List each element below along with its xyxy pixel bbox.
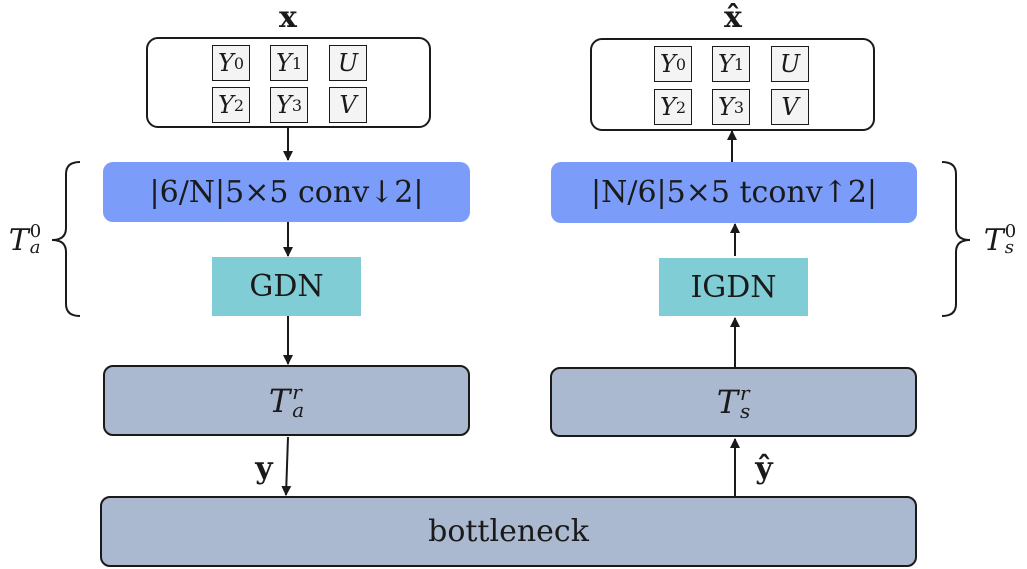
arrow-ta-to-bottleneck — [281, 436, 292, 496]
output-cell-v: V — [771, 89, 809, 125]
output-label: x̂ — [724, 0, 742, 35]
synthesis-tconv-block: |N/6|5×5 tconv↑2| — [551, 162, 917, 223]
bottleneck-block: bottleneck — [100, 496, 917, 567]
gdn-block: GDN — [212, 257, 361, 316]
output-cell-u: U — [771, 46, 809, 82]
input-cell-v: V — [329, 87, 367, 123]
analysis-bracket-label: T 0 a — [8, 220, 42, 258]
synthesis-brace — [941, 161, 971, 317]
synthesis-bracket-label: T 0 s — [983, 220, 1017, 258]
analysis-residual-transform: T r a — [103, 365, 470, 436]
input-label: x — [279, 0, 297, 35]
igdn-block: IGDN — [659, 258, 808, 316]
synthesis-residual-transform: T r s — [550, 367, 917, 437]
latent-hat-label: ŷ — [755, 450, 773, 486]
analysis-conv-block: |6/N|5×5 conv↓2| — [103, 162, 470, 222]
analysis-brace — [51, 161, 81, 317]
input-cell-u: U — [329, 45, 367, 81]
latent-label: y — [255, 450, 273, 486]
